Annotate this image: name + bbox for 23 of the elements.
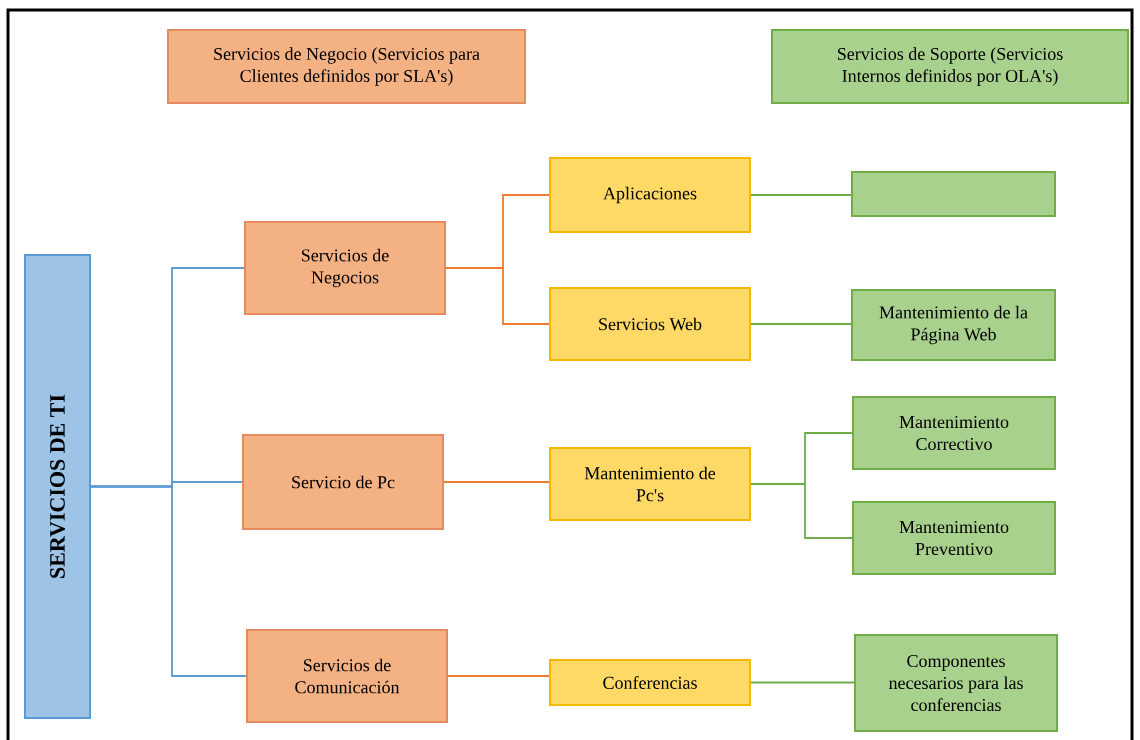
service-box: Aplicaciones — [549, 157, 751, 233]
connector-line — [750, 323, 852, 325]
service-box: Servicio de Pc — [242, 434, 444, 530]
connector-line — [750, 483, 853, 539]
service-box — [851, 171, 1056, 217]
connector-line — [443, 481, 550, 483]
connector-line — [750, 681, 855, 684]
service-box: Mantenimiento de la Página Web — [851, 289, 1056, 361]
connector-line — [445, 267, 550, 325]
connector-line — [750, 194, 852, 196]
service-box: Conferencias — [549, 659, 751, 706]
service-box: Servicios de Negocio (Servicios para Clientes definidos por SLA's) — [167, 29, 526, 104]
service-box: Servicios Web — [549, 287, 751, 361]
service-box: Componentes necesarios para las conferencias — [854, 634, 1058, 732]
service-box: Servicios de Comunicación — [246, 629, 448, 723]
service-box: Mantenimiento de Pc's — [549, 447, 751, 521]
service-box: Mantenimiento Preventivo — [852, 501, 1056, 575]
connector-line — [90, 485, 247, 677]
root-box: SERVICIOS DE TI — [24, 254, 91, 719]
service-box: Servicios de Soporte (Servicios Internos definidos por OLA's) — [771, 29, 1129, 104]
connector-line — [447, 675, 550, 677]
service-box: Servicios de Negocios — [244, 221, 446, 315]
service-box: Mantenimiento Correctivo — [852, 396, 1056, 470]
